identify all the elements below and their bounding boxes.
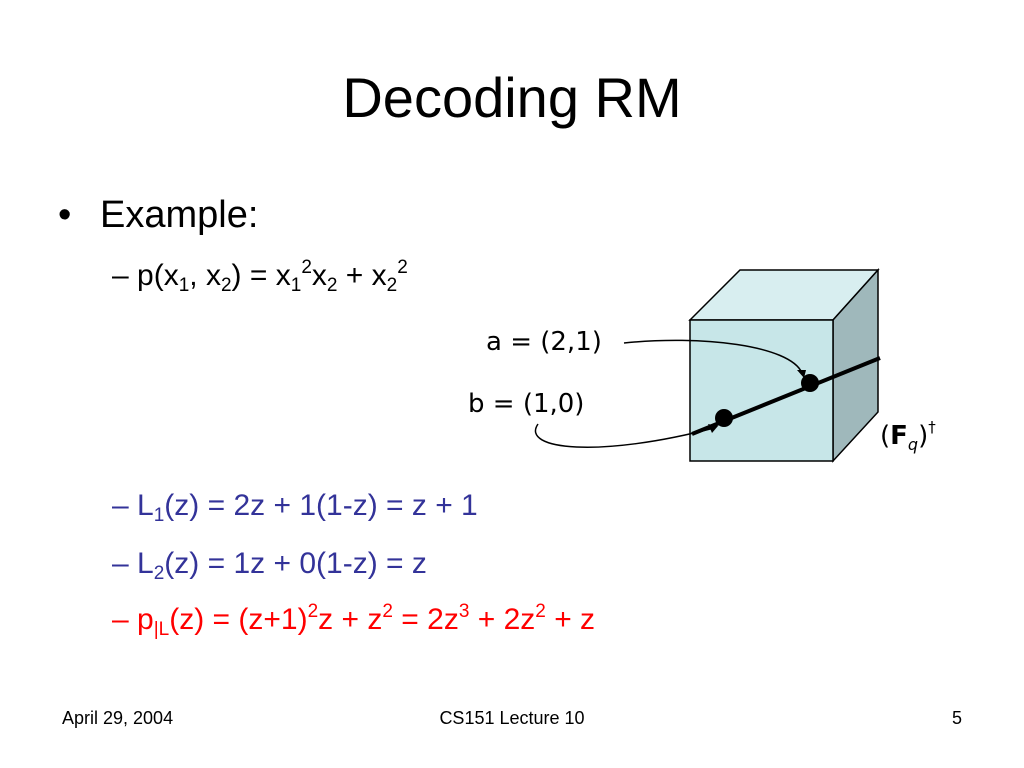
poly-text: x bbox=[311, 259, 327, 292]
poly-sup: 2 bbox=[397, 257, 408, 278]
footer-date: April 29, 2004 bbox=[62, 708, 174, 728]
p-sup: 2 bbox=[382, 601, 393, 622]
arrow-a-head bbox=[797, 370, 806, 378]
field-q: q bbox=[907, 435, 919, 454]
l2-sub: 2 bbox=[153, 563, 165, 584]
poly-sup: 2 bbox=[301, 257, 312, 278]
l2-text: (z) = 1z + 0(1-z) = z bbox=[164, 547, 427, 580]
poly-sub: 1 bbox=[178, 275, 190, 296]
line-p-restricted: – p|L(z) = (z+1)2z + z2 = 2z3 + 2z2 + z bbox=[112, 600, 595, 640]
field-F: F bbox=[890, 421, 908, 451]
arrow-b bbox=[534, 423, 715, 448]
p-sup: 2 bbox=[535, 601, 546, 622]
field-label: (Fq)† bbox=[880, 418, 936, 454]
l1-text: – L bbox=[112, 489, 154, 522]
l2-text: – L bbox=[112, 547, 154, 580]
footer-course: CS151 Lecture 10 bbox=[439, 708, 585, 728]
point-b-label: b = (1,0) bbox=[468, 389, 585, 419]
point-b-dot bbox=[715, 409, 733, 427]
p-text: z + z bbox=[318, 603, 383, 636]
p-text: = 2z bbox=[392, 603, 459, 636]
point-a-label: a = (2,1) bbox=[486, 327, 602, 357]
poly-text: , x bbox=[189, 259, 221, 292]
p-text: – p bbox=[112, 603, 154, 636]
poly-sub: 2 bbox=[220, 275, 232, 296]
p-sup: 3 bbox=[458, 601, 470, 622]
l1-sub: 1 bbox=[153, 505, 165, 526]
point-a-dot bbox=[801, 374, 819, 392]
slide-title: Decoding RM bbox=[342, 66, 682, 129]
footer-page-number: 5 bbox=[951, 708, 962, 728]
p-sub: |L bbox=[153, 619, 170, 640]
p-text: (z) = (z+1) bbox=[169, 603, 308, 636]
line-l1: – L1(z) = 2z + 1(1-z) = z + 1 bbox=[112, 486, 478, 526]
field-paren: ( bbox=[880, 421, 891, 451]
arrow-b-head bbox=[708, 424, 718, 433]
p-text: + 2z bbox=[469, 603, 536, 636]
p-text: + z bbox=[545, 603, 596, 636]
field-dagger: † bbox=[928, 418, 936, 436]
bullet-marker: • bbox=[58, 194, 72, 236]
poly-text: + x bbox=[337, 259, 387, 292]
poly-sub: 2 bbox=[326, 275, 338, 296]
dash: – bbox=[112, 259, 129, 292]
poly-text: ) = x bbox=[231, 259, 291, 292]
bullet-text: Example: bbox=[100, 194, 259, 236]
polynomial-line: – p(x1, x2) = x12x2 + x22 bbox=[112, 256, 408, 296]
bullet-example: • Example: bbox=[58, 190, 258, 240]
poly-sub: 2 bbox=[386, 275, 398, 296]
field-paren: ) bbox=[918, 421, 929, 451]
poly-sub: 1 bbox=[290, 275, 302, 296]
p-sup: 2 bbox=[307, 601, 319, 622]
arrow-a bbox=[623, 339, 803, 374]
poly-text: p(x bbox=[137, 259, 179, 292]
l1-text: (z) = 2z + 1(1-z) = z + 1 bbox=[164, 489, 478, 522]
line-l2: – L2(z) = 1z + 0(1-z) = z bbox=[112, 544, 427, 584]
